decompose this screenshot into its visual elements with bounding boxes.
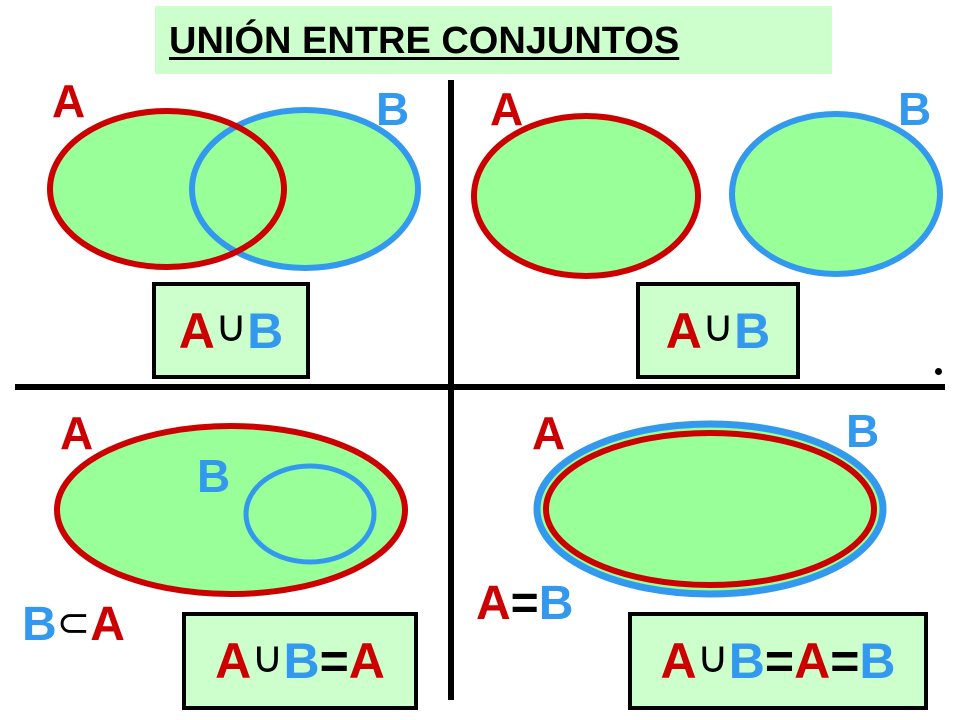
equals-sign: = [319,633,349,689]
equals-sign: = [510,577,539,630]
title-banner: UNIÓN ENTRE CONJUNTOS [155,6,832,74]
box-b: B [283,633,320,689]
relation-b: B [538,577,574,630]
relation-b: B [22,598,57,651]
box-a: A [215,633,252,689]
dot-mark [935,368,942,375]
label-set-a: A [490,83,524,135]
box-a: A [660,633,697,689]
page-title: UNIÓN ENTRE CONJUNTOS [169,20,680,62]
box-a: A [665,302,702,359]
box-b: B [734,302,771,359]
set-a-ellipse [47,108,287,270]
label-set-a: A [60,407,94,459]
union-result-box: A∪B [636,282,800,379]
equals-sign: = [764,633,795,689]
set-b-ellipse [533,420,887,598]
panel-disjoint-shapes [471,111,943,279]
set-b-ellipse [189,107,421,271]
label-set-b: B [898,83,932,135]
panel-subset-shapes [54,423,408,597]
box-result-a: A [794,633,831,689]
relation-a: A [90,598,125,651]
subset-symbol: ⊂ [56,600,91,646]
equals-sign: = [830,633,860,689]
box-result-a: A [348,633,385,689]
union-symbol: ∪ [214,301,248,352]
relation-a: A [476,577,511,630]
union-symbol: ∪ [696,631,729,683]
panel-overlap-shapes [47,107,421,271]
set-b-ellipse [729,111,943,277]
union-result-box: A∪B=A=B [628,612,928,710]
union-result-box: A∪B [152,282,310,379]
label-set-a: A [52,75,86,127]
union-symbol: ∪ [251,631,284,683]
box-b: B [728,633,765,689]
label-set-a: A [532,407,566,459]
set-b-ellipse [243,463,377,565]
label-set-b: B [846,405,880,457]
set-a-ellipse [543,430,877,588]
subset-relation: B⊂A [22,601,125,649]
label-set-b: B [197,450,231,502]
union-symbol: ∪ [701,301,735,352]
union-result-box: A∪B=A [182,612,418,710]
panel-equal-shapes [533,420,887,598]
box-a: A [178,302,215,359]
box-result-b: B [859,633,896,689]
box-b: B [247,302,284,359]
label-set-b: B [376,83,410,135]
equality-relation: A=B [476,580,573,628]
set-a-ellipse [471,113,701,279]
